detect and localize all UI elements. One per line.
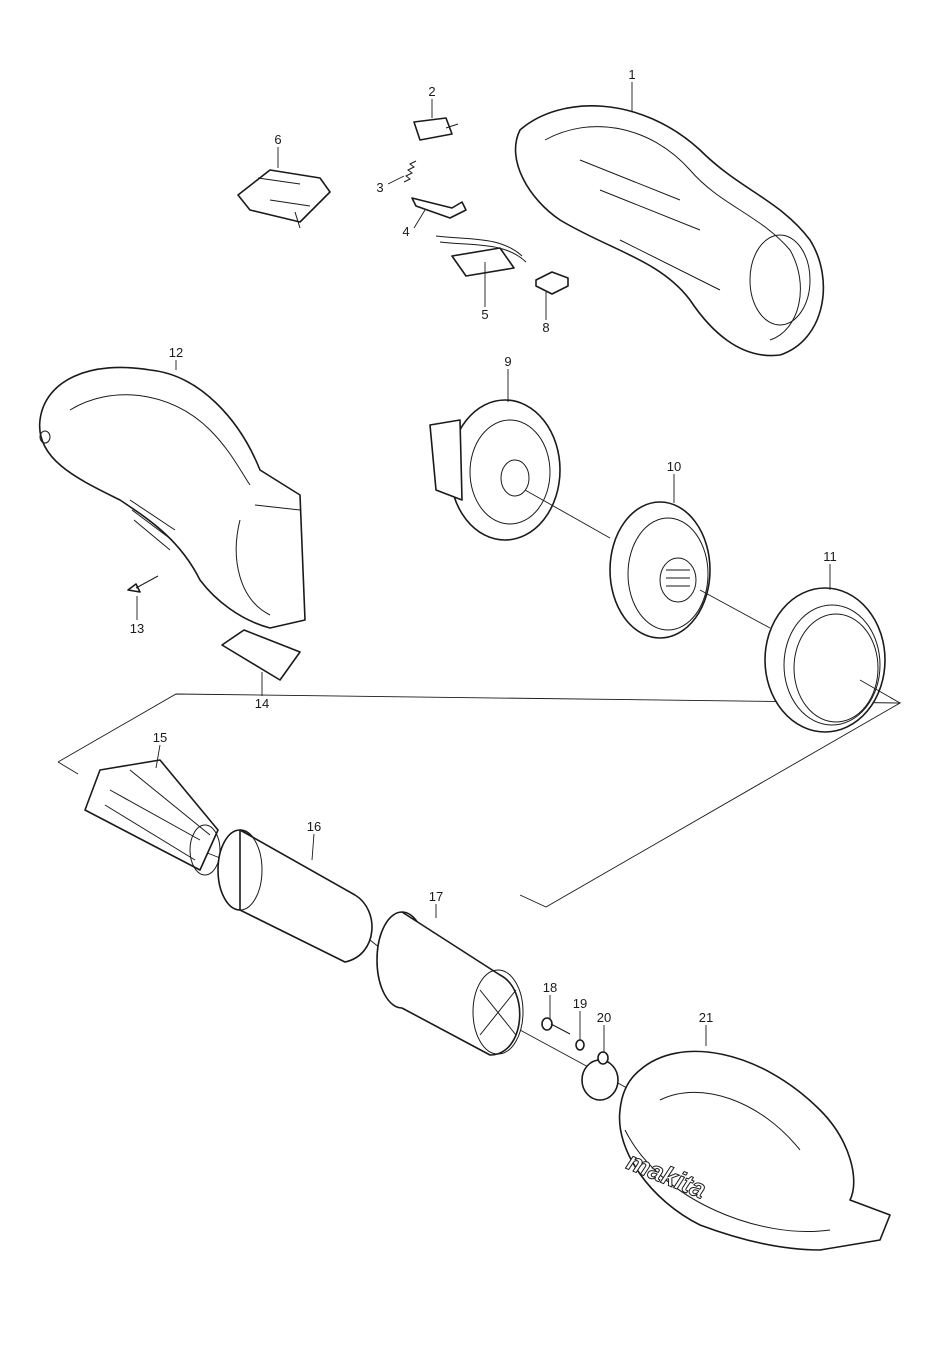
assembly-axis	[524, 489, 901, 704]
label-part-2: 2	[428, 84, 435, 99]
label-part-5: 5	[481, 307, 488, 322]
part-1-housing-half[interactable]	[514, 105, 825, 357]
label-part-18: 18	[543, 980, 557, 995]
label-part-16: 16	[307, 819, 321, 834]
bracket-tick	[57, 761, 79, 775]
label-part-12: 12	[169, 345, 183, 360]
part-10-fan-cover[interactable]	[609, 501, 711, 639]
part-11-ring[interactable]	[764, 587, 886, 733]
part-2-switch[interactable]	[413, 117, 459, 141]
part-4-lever[interactable]	[411, 197, 467, 219]
label-part-13: 13	[130, 621, 144, 636]
part-3-spring[interactable]	[403, 160, 417, 183]
label-part-8: 8	[542, 320, 549, 335]
part-16-filter[interactable]	[217, 829, 373, 963]
part-8-pad[interactable]	[535, 271, 569, 295]
label-part-9: 9	[504, 354, 511, 369]
label-part-6: 6	[274, 132, 281, 147]
label-part-14: 14	[255, 696, 269, 711]
part-12-housing-half[interactable]	[38, 366, 306, 629]
part-15-filter-frame[interactable]	[84, 759, 221, 876]
label-part-11: 11	[823, 549, 837, 564]
label-part-1: 1	[628, 67, 635, 82]
label-part-20: 20	[597, 1010, 611, 1025]
part-9-motor[interactable]	[429, 399, 561, 541]
part-number-labels: 1 2 3 4 5 6 8 9 10 11 12 13 14 15 16 17 …	[130, 67, 837, 1025]
part-6-terminal-holder[interactable]	[237, 169, 331, 229]
part-20-valve[interactable]	[581, 1051, 619, 1101]
label-part-17: 17	[429, 889, 443, 904]
part-17-prefilter[interactable]	[376, 911, 524, 1056]
part-18-screw[interactable]	[541, 1017, 571, 1035]
label-part-10: 10	[667, 459, 681, 474]
part-13-screw[interactable]	[127, 575, 159, 593]
part-21-nozzle[interactable]: makita	[618, 1050, 891, 1251]
part-19-washer[interactable]	[575, 1039, 585, 1051]
label-part-21: 21	[699, 1010, 713, 1025]
part-14-label[interactable]	[221, 629, 301, 681]
label-part-19: 19	[573, 996, 587, 1011]
label-part-15: 15	[153, 730, 167, 745]
label-part-3: 3	[376, 180, 383, 195]
leader-lines	[136, 82, 831, 1052]
label-part-4: 4	[402, 224, 409, 239]
part-5-terminal-plate[interactable]	[435, 235, 527, 277]
